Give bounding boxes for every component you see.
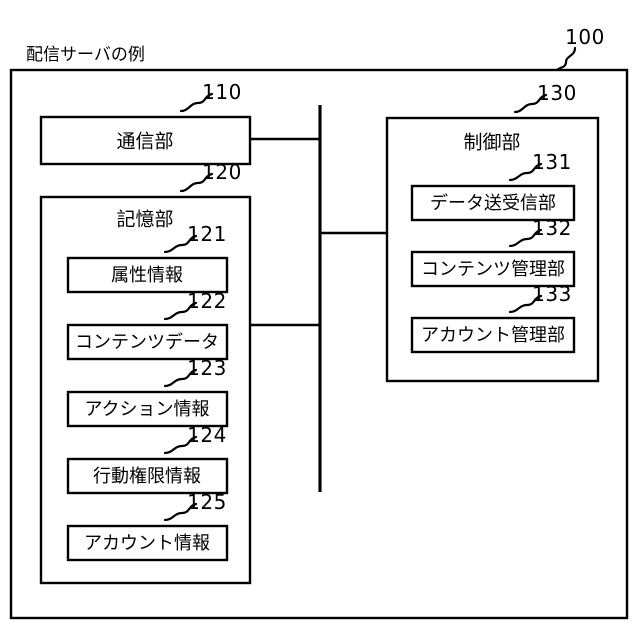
ref-number-100: 100 (565, 25, 605, 49)
block-label-account-information: アカウント情報 (84, 533, 210, 554)
block-content-management-unit[interactable] (410, 250, 576, 288)
leader-line-131 (508, 162, 543, 182)
leader-line-100 (555, 46, 577, 72)
ref-number-124: 124 (187, 423, 227, 447)
block-label-control-unit: 制御部 (463, 132, 520, 154)
block-label-attribute-information: 属性情報 (111, 265, 183, 286)
leader-line-110 (179, 92, 214, 113)
block-action-information[interactable] (66, 390, 229, 428)
leader-line-124 (163, 435, 198, 455)
ref-number-122: 122 (187, 289, 227, 313)
ref-number-110: 110 (202, 80, 242, 104)
block-label-account-management-unit: アカウント管理部 (421, 325, 565, 346)
ref-number-121: 121 (187, 222, 227, 246)
leader-line-122 (163, 301, 198, 321)
ref-number-131: 131 (532, 150, 572, 174)
block-behavior-authority-information[interactable] (66, 457, 229, 495)
ref-number-132: 132 (532, 216, 572, 240)
block-label-communication-unit: 通信部 (116, 131, 173, 153)
leader-line-133 (508, 294, 543, 314)
leader-line-123 (163, 368, 198, 388)
block-label-storage-unit: 記憶部 (116, 209, 173, 231)
ref-number-130: 130 (537, 81, 577, 105)
block-label-data-transceiver-unit: データ送受信部 (430, 193, 556, 214)
block-data-transceiver-unit[interactable] (410, 184, 576, 222)
block-label-content-management-unit: コンテンツ管理部 (421, 259, 565, 280)
ref-number-125: 125 (187, 490, 227, 514)
block-communication-unit[interactable] (39, 115, 252, 166)
ref-number-133: 133 (532, 282, 572, 306)
block-label-content-data: コンテンツデータ (75, 332, 219, 353)
block-attribute-information[interactable] (66, 256, 229, 294)
leader-line-120 (179, 172, 214, 193)
ref-number-120: 120 (202, 160, 242, 184)
block-content-data[interactable] (66, 323, 229, 361)
block-label-action-information: アクション情報 (84, 399, 209, 420)
block-label-behavior-authority-information: 行動権限情報 (93, 466, 201, 487)
block-account-information[interactable] (66, 524, 229, 562)
ref-number-123: 123 (187, 356, 227, 380)
leader-line-132 (508, 228, 543, 248)
outer-device-frame (9, 68, 629, 620)
leader-line-125 (163, 502, 198, 522)
leader-line-130 (513, 93, 548, 114)
figure-title: 配信サーバの例 (26, 45, 145, 65)
block-account-management-unit[interactable] (410, 316, 576, 354)
leader-line-121 (163, 234, 198, 254)
